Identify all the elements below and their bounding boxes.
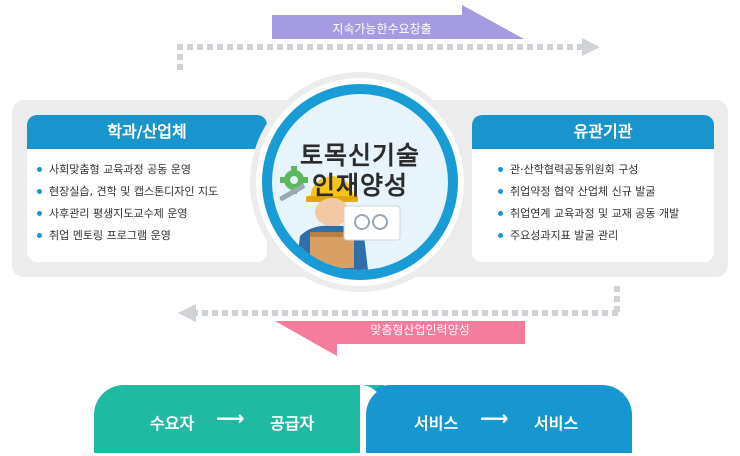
demand-label: 수요자 <box>150 410 194 434</box>
service-arrow-icon: ⟶ <box>480 406 509 430</box>
top-flow-arrowhead <box>582 36 602 58</box>
bullet-icon <box>37 211 42 216</box>
bullet-icon <box>37 189 42 194</box>
center-title-line2: 인재양성 <box>272 166 448 202</box>
top-flow-label: 지속가능한수요창출 <box>282 20 482 37</box>
right-panel: 유관기관 관·산학협력공동위원회 구성 취업약정 협약 산업체 신규 발굴 취업… <box>472 115 714 262</box>
list-item: 사회맞춤형 교육과정 공동 운영 <box>37 159 267 181</box>
top-flow-path-drop <box>177 44 183 74</box>
bullet-icon <box>498 233 503 238</box>
demand-arrow-icon: ⟶ <box>216 406 245 430</box>
left-panel-list: 사회맞춤형 교육과정 공동 운영 현장실습, 견학 및 캡스톤디자인 지도 사후… <box>27 159 267 247</box>
list-item: 취업연계 교육과정 및 교재 공동 개발 <box>498 203 714 225</box>
service-to-label: 서비스 <box>534 410 578 434</box>
bullet-icon <box>498 167 503 172</box>
left-panel: 학과/산업체 사회맞춤형 교육과정 공동 운영 현장실습, 견학 및 캡스톤디자… <box>27 115 267 262</box>
list-item: 관·산학협력공동위원회 구성 <box>498 159 714 181</box>
bottom-flow-arrowhead <box>176 302 196 324</box>
bullet-icon <box>498 211 503 216</box>
left-panel-title: 학과/산업체 <box>27 115 267 149</box>
bullet-icon <box>37 233 42 238</box>
service-from-label: 서비스 <box>414 410 458 434</box>
list-item: 취업약정 협약 산업체 신규 발굴 <box>498 181 714 203</box>
bullet-icon <box>37 167 42 172</box>
right-panel-title: 유관기관 <box>472 115 714 149</box>
list-item: 현장실습, 견학 및 캡스톤디자인 지도 <box>37 181 267 203</box>
list-item: 주요성과지표 발굴 관리 <box>498 225 714 247</box>
right-panel-list: 관·산학협력공동위원회 구성 취업약정 협약 산업체 신규 발굴 취업연계 교육… <box>472 159 714 247</box>
bullet-icon <box>498 189 503 194</box>
top-flow-path <box>177 44 587 50</box>
bottom-flow-label: 맞춤형산업인력양성 <box>330 321 510 338</box>
list-item: 사후관리 평생지도교수제 운영 <box>37 203 267 225</box>
supply-label: 공급자 <box>270 410 314 434</box>
list-item: 취업 멘토링 프로그램 운영 <box>37 225 267 247</box>
